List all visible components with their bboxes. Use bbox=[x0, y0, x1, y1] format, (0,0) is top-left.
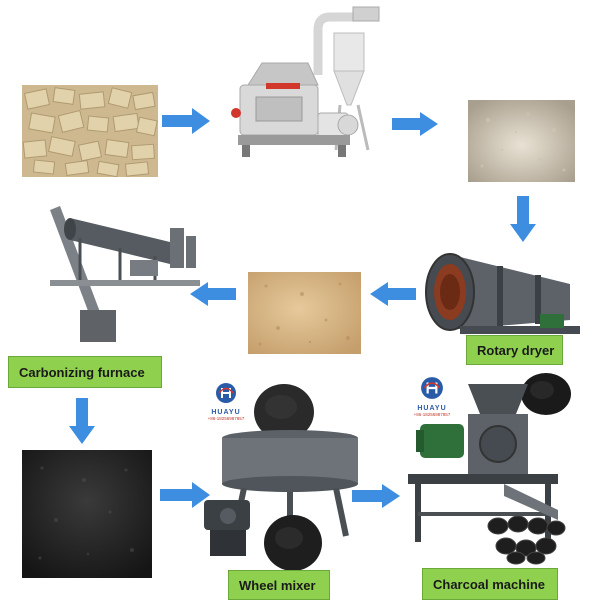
carbonizing-furnace-photo bbox=[10, 190, 210, 355]
arrow-left-icon bbox=[370, 282, 416, 306]
wheel-mixer-label-text: Wheel mixer bbox=[239, 577, 316, 593]
charcoal-machine-label: Charcoal machine bbox=[422, 568, 558, 600]
charcoal-machine-photo bbox=[408, 384, 568, 548]
charcoal-powder-photo bbox=[22, 450, 152, 578]
wheel-mixer-photo bbox=[198, 426, 363, 566]
huayu-logo-mixer: HUAYU +86-18256987857 bbox=[196, 382, 256, 421]
brand-name: HUAYU bbox=[417, 405, 447, 412]
huayu-emblem-icon bbox=[421, 377, 443, 399]
arrow-right-icon bbox=[160, 482, 210, 508]
brand-name: HUAYU bbox=[211, 409, 241, 416]
arrow-right-icon bbox=[162, 108, 210, 134]
carbonizing-furnace-label-text: Carbonizing furnace bbox=[19, 364, 145, 380]
crusher-machine-photo bbox=[218, 5, 388, 165]
arrow-down-icon bbox=[69, 398, 95, 444]
huayu-logo-briquette: HUAYU +86-18256987857 bbox=[402, 376, 462, 417]
charcoal-powder-circle bbox=[254, 384, 314, 440]
brand-phone: +86-18256987857 bbox=[413, 412, 451, 417]
mixed-powder-circle bbox=[264, 515, 322, 571]
dry-sawdust-photo bbox=[248, 272, 361, 354]
brand-phone: +86-18256987857 bbox=[207, 416, 245, 421]
charcoal-machine-label-text: Charcoal machine bbox=[433, 576, 545, 592]
rotary-dryer-label-text: Rotary dryer bbox=[477, 342, 555, 358]
wheel-mixer-label: Wheel mixer bbox=[228, 570, 330, 600]
wood-chips-photo bbox=[22, 85, 158, 177]
rotary-dryer-photo bbox=[420, 240, 585, 340]
arrow-right-icon bbox=[352, 484, 400, 508]
charcoal-briquettes bbox=[487, 515, 566, 565]
huayu-emblem-icon bbox=[216, 383, 236, 403]
arrow-down-icon bbox=[510, 196, 536, 242]
black-powder-circle bbox=[521, 373, 571, 415]
carbonizing-furnace-label: Carbonizing furnace bbox=[8, 356, 162, 388]
sawdust-photo bbox=[468, 100, 575, 182]
arrow-right-icon bbox=[392, 112, 438, 136]
rotary-dryer-label: Rotary dryer bbox=[466, 335, 563, 365]
arrow-left-icon bbox=[190, 282, 236, 306]
